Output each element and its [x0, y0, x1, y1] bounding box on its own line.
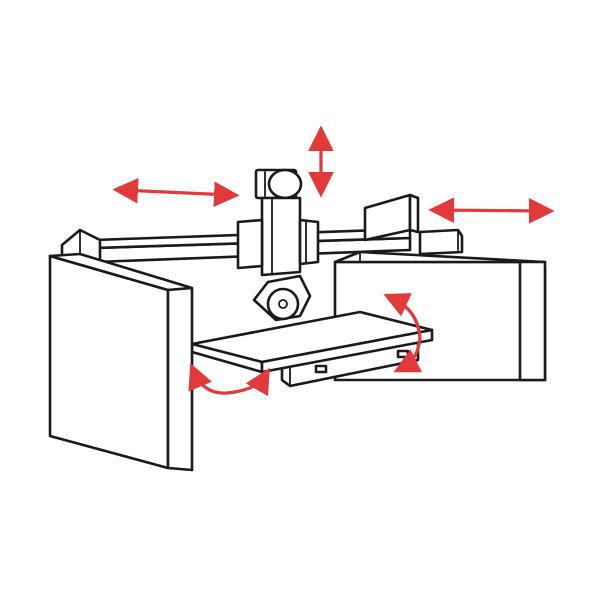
motion-arrows [112, 125, 555, 397]
table-rotate-arrow-left [188, 363, 270, 397]
bridge-travel-arrow-right [428, 197, 555, 224]
circular-saw-blade [266, 287, 300, 321]
left-support-wall [48, 252, 194, 472]
bridge-travel-arrow-left [112, 177, 240, 208]
table-rotate-arrow-right [383, 293, 423, 373]
cutting-head-carriage [236, 168, 320, 322]
